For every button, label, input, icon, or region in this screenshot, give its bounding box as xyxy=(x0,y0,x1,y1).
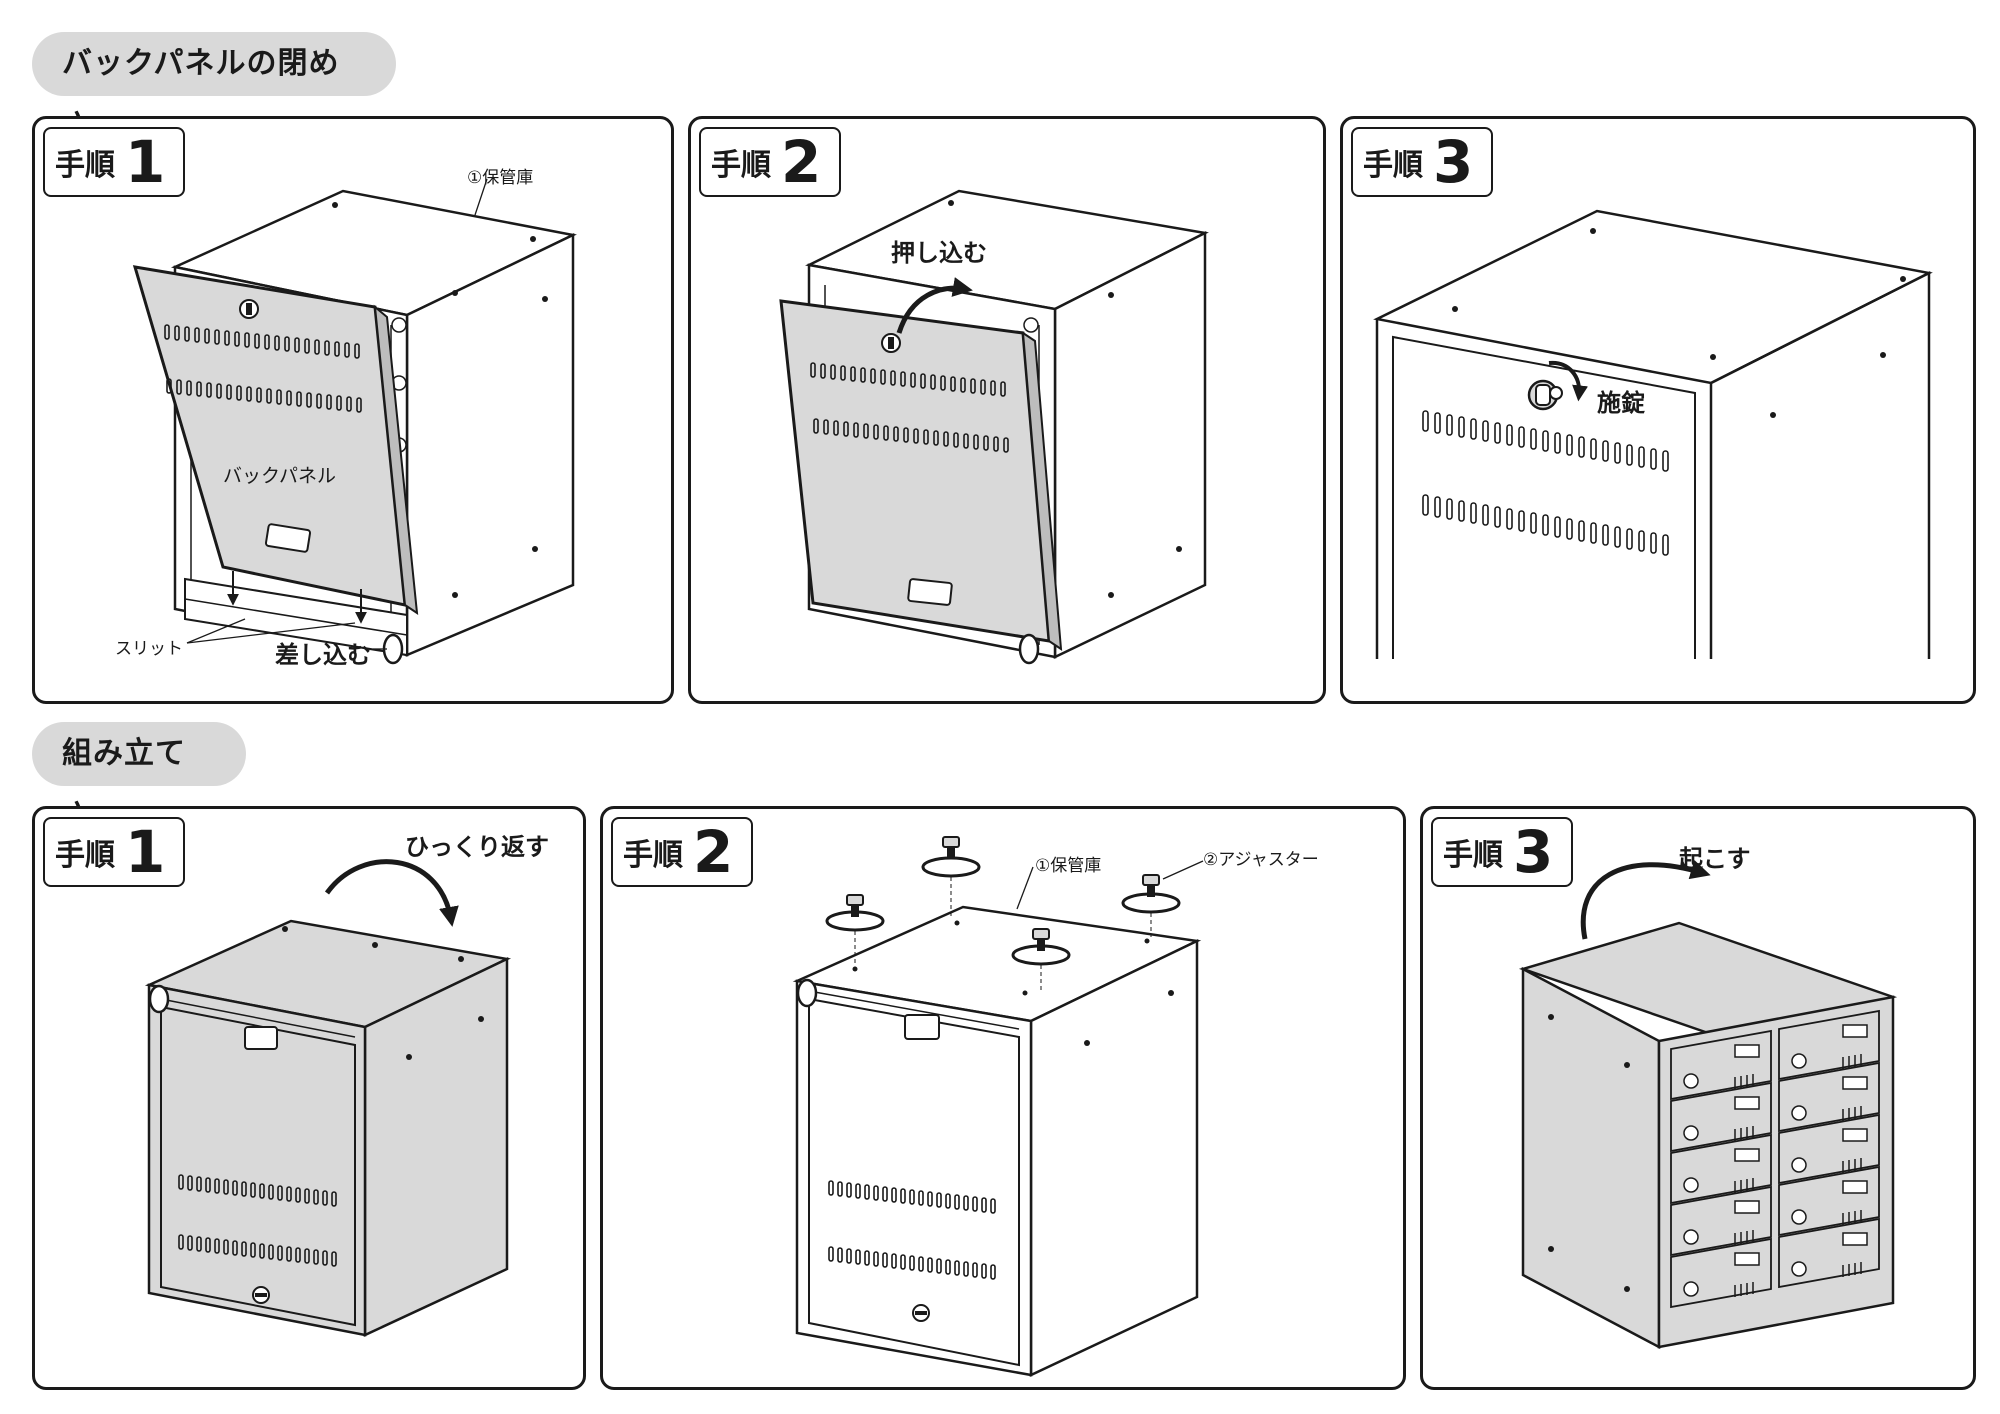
step-word: 手順 xyxy=(711,148,771,183)
key-lock-icon xyxy=(239,299,259,319)
close-step-3-panel: 手順 3 施錠 xyxy=(1340,116,1976,704)
step-number: 2 xyxy=(693,818,734,886)
step-number: 3 xyxy=(1433,128,1474,196)
step-word: 手順 xyxy=(623,838,683,873)
step-number: 3 xyxy=(1513,818,1554,886)
cabinet-open-illustration xyxy=(132,178,577,665)
step-label: 手順 2 xyxy=(699,127,842,197)
step-number: 2 xyxy=(781,128,822,196)
label-raise: 起こす xyxy=(1679,845,1751,873)
rotate-arrow-icon xyxy=(324,859,459,927)
assembly-step-1-panel: 手順 1 ひっくり返す xyxy=(32,806,586,1390)
cabinet-closed-illustration xyxy=(1373,209,1933,659)
cabinet-upright-lockers-illustration xyxy=(1518,859,1898,1350)
label-slit: スリット xyxy=(115,639,183,659)
assembly-step-2-panel: 手順 2 xyxy=(600,806,1406,1390)
key-lock-icon xyxy=(881,333,901,353)
step-word: 手順 xyxy=(55,838,115,873)
close-step-1-panel: 手順 1 xyxy=(32,116,674,704)
step-label: 手順 3 xyxy=(1351,127,1494,197)
label-flip-over: ひっくり返す xyxy=(405,833,549,861)
section-title-assembly: 組み立て方 xyxy=(32,722,246,835)
key-lock-icon xyxy=(252,1286,270,1304)
screw-icon xyxy=(1121,874,1181,937)
label-storage: ①保管庫 xyxy=(1035,856,1102,876)
rotate-arrow-icon xyxy=(1580,859,1711,940)
section-title-close-back-panel: バックパネルの閉め方 xyxy=(32,32,396,145)
screw-icon xyxy=(921,836,981,919)
step-number: 1 xyxy=(125,128,166,196)
step-word: 手順 xyxy=(1363,148,1423,183)
step-label: 手順 2 xyxy=(611,817,754,887)
adjuster-install-illustration xyxy=(792,836,1204,1377)
rotate-arrow-icon xyxy=(1548,360,1589,402)
cabinet-flip-illustration xyxy=(144,859,512,1337)
cabinet-push-illustration xyxy=(779,189,1209,665)
screw-icon xyxy=(1011,928,1071,991)
step-word: 手順 xyxy=(55,148,115,183)
step-word: 手順 xyxy=(1443,838,1503,873)
label-lock: 施錠 xyxy=(1597,389,1645,417)
vent-slots xyxy=(164,324,362,413)
label-back-panel: バックパネル xyxy=(223,465,337,487)
label-push-in: 押し込む xyxy=(891,239,987,267)
step-label: 手順 1 xyxy=(43,127,186,197)
label-insert: 差し込む xyxy=(275,641,371,669)
key-lock-icon xyxy=(912,1304,930,1322)
step-label: 手順 3 xyxy=(1431,817,1574,887)
close-step-2-panel: 手順 2 押し込む xyxy=(688,116,1326,704)
step-number: 1 xyxy=(125,818,166,886)
push-arrow-icon xyxy=(896,277,973,334)
label-storage: ①保管庫 xyxy=(467,168,534,188)
screw-icon xyxy=(825,894,885,965)
assembly-step-3-panel: 手順 3 xyxy=(1420,806,1976,1390)
label-adjuster: ②アジャスター xyxy=(1203,850,1319,870)
key-lock-icon xyxy=(1527,379,1563,411)
step-label: 手順 1 xyxy=(43,817,186,887)
